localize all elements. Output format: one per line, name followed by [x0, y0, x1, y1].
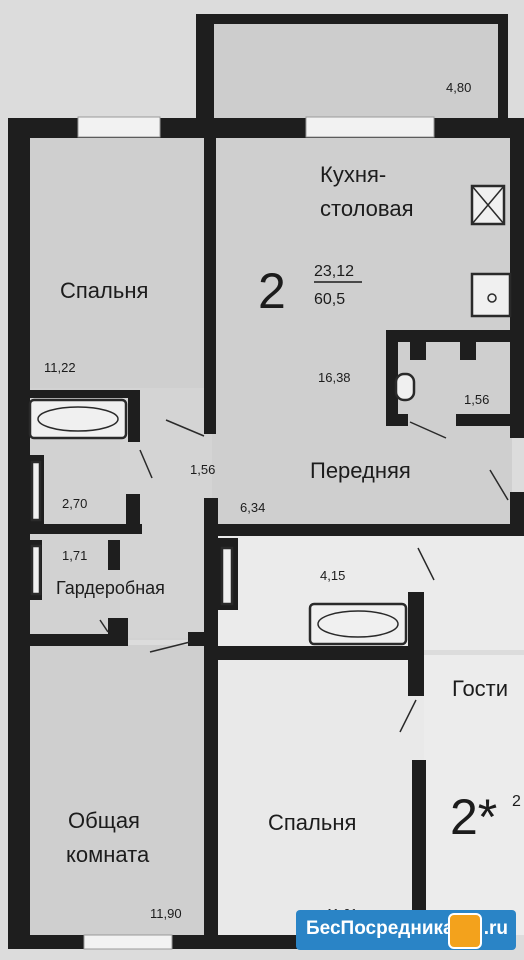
bath1-right-wall: [128, 390, 140, 442]
wardrobe-label: Гардеробная: [56, 578, 165, 598]
kitchen-area: 16,38: [318, 370, 351, 385]
vent-cross-b: [471, 185, 505, 225]
bedroom1-label: Спальня: [60, 278, 148, 303]
common-door: [149, 641, 191, 653]
common-room-floor: [20, 645, 210, 935]
left-outer-wall: [8, 118, 30, 948]
bedroom1-door: [165, 419, 205, 437]
bathtub-2-basin: [317, 610, 399, 638]
bathtub-2: [308, 602, 408, 646]
guest-label-partial: Гости: [452, 676, 508, 701]
common-area: 11,90: [150, 906, 182, 921]
bedroom2-label: Спальня: [268, 810, 356, 835]
hall-area: 6,34: [240, 500, 265, 515]
bedroom1-area: 11,22: [44, 360, 76, 375]
wc-toilet: [394, 372, 416, 402]
balcony-right-wall: [498, 14, 508, 124]
bath2-bottom-wall: [204, 646, 422, 660]
entry-door: [489, 469, 509, 501]
living-area: 23,12: [314, 263, 354, 280]
kitchen-sink: [470, 272, 512, 318]
right-lower-post: [510, 492, 524, 536]
hall-label: Передняя: [310, 458, 411, 483]
wardrobe-door: [99, 619, 109, 633]
wardrobe-shelf: [30, 544, 42, 596]
wardrobe-right-wall: [108, 540, 120, 570]
wc-wall-left: [386, 330, 398, 426]
bath2-area: 4,15: [320, 568, 345, 583]
wc-wall-bottom-left: [386, 414, 408, 426]
balcony-area: 4,80: [446, 80, 471, 95]
wc-area: 1,56: [464, 392, 489, 407]
hall-bottom-wall: [204, 524, 524, 536]
balcony-top-wall: [196, 14, 502, 24]
wc-fixture-post-2: [460, 338, 476, 360]
center-vertical-wall: [204, 498, 218, 935]
bathtub-1: [28, 398, 128, 440]
balcony-window: [305, 116, 435, 138]
wardrobe-area: 1,71: [62, 548, 87, 563]
bedroom1-window: [77, 116, 161, 138]
bath1-washer: [30, 460, 42, 522]
total-area: 60,5: [314, 291, 345, 308]
bath1-area: 2,70: [62, 496, 87, 511]
bedroom2-door: [399, 699, 417, 733]
kitchen-label-1: Кухня-: [320, 162, 386, 187]
neighbor-partial: 2: [512, 793, 521, 810]
bath2-door: [417, 547, 435, 581]
guest-floor: [424, 655, 524, 935]
bathtub-1-basin: [37, 406, 119, 432]
bedroom-kitchen-wall: [204, 128, 216, 434]
bath1-door: [139, 449, 153, 479]
bath2-washer: [220, 546, 234, 606]
mascot-icon: [448, 913, 482, 949]
common-window: [83, 934, 173, 950]
neighbor-number: 2*: [450, 789, 497, 845]
common-label-2: комната: [66, 842, 150, 867]
apartment-number: 2: [258, 263, 286, 319]
bedroom1-floor: [20, 128, 210, 388]
watermark-suffix: .ru: [483, 918, 508, 939]
common-label-1: Общая: [68, 808, 140, 833]
balcony-floor: [212, 22, 502, 122]
kitchen-label-2: столовая: [320, 196, 414, 221]
kitchen-floor: [212, 128, 512, 528]
guest-dividing-wall: [412, 760, 426, 945]
bath1-top-wall: [20, 390, 140, 398]
right-outer-wall: [510, 118, 524, 438]
bath1-bottom-wall: [20, 524, 142, 534]
bath2-right-wall: [408, 592, 424, 696]
bedroom2-floor: [212, 655, 424, 935]
watermark-badge: БесПосредника .ru: [296, 910, 516, 950]
balcony-left-wall: [196, 14, 214, 134]
bath1-right-lower: [126, 494, 140, 534]
wc-door: [409, 421, 447, 439]
wc-fixture-post-1: [410, 338, 426, 360]
sink-drain: [487, 293, 497, 303]
wardrobe-bottom-wall: [20, 634, 128, 646]
hall-small-area: 1,56: [190, 462, 215, 477]
wc-wall-bottom-right: [456, 414, 512, 426]
wardrobe-door-post: [108, 618, 128, 646]
wc-wall-top: [386, 330, 512, 342]
watermark-text: БесПосредника: [306, 918, 454, 939]
